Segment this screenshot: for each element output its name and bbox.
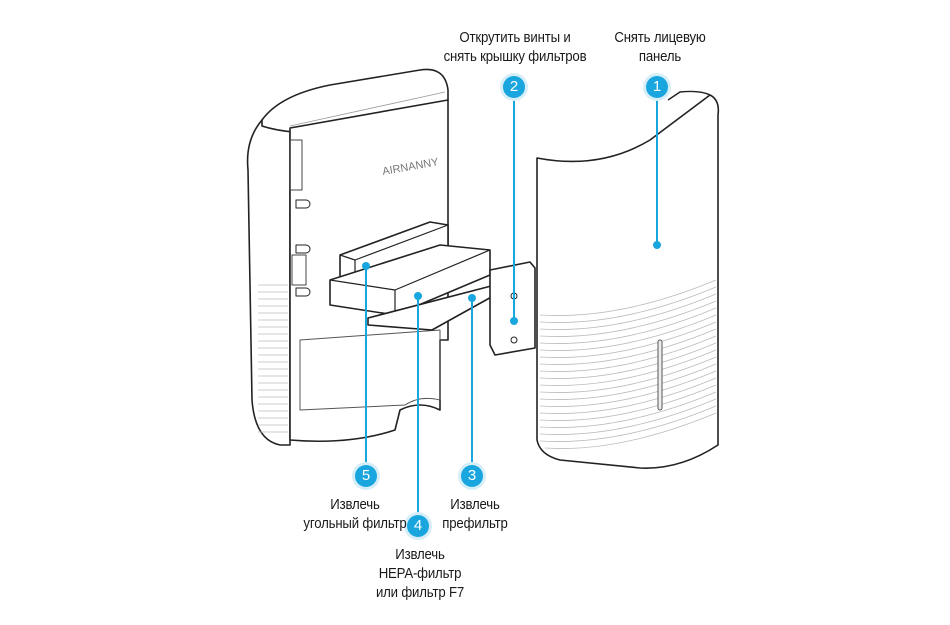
step-5-badge: 5 bbox=[355, 465, 377, 487]
step-3-line-1: Извлечь bbox=[450, 496, 500, 513]
step-4-badge: 4 bbox=[407, 515, 429, 537]
step-4-line-3: или фильтр F7 bbox=[375, 584, 465, 601]
leader-dot-5 bbox=[362, 262, 370, 270]
leader-dot-3 bbox=[468, 294, 476, 302]
step-1-line-1: Снять лицевую bbox=[614, 29, 706, 46]
body-ribs bbox=[258, 284, 288, 433]
step-3-line-2: префильтр bbox=[442, 515, 508, 532]
step-1-line-2: панель bbox=[638, 48, 682, 65]
prefilter bbox=[367, 284, 496, 331]
step-1-label: Снять лицевую панель bbox=[598, 28, 721, 66]
front-panel-ribs bbox=[539, 279, 717, 449]
step-2-badge: 2 bbox=[503, 76, 525, 98]
step-4-line-2: HEPA-фильтр bbox=[378, 565, 462, 582]
step-3-label: Извлечь префильтр bbox=[435, 495, 514, 533]
step-2-label: Открутить винты и снять крышку фильтров bbox=[436, 28, 594, 66]
step-1-badge: 1 bbox=[646, 76, 668, 98]
step-5-line-1: Извлечь bbox=[330, 496, 380, 513]
indicator-strip bbox=[657, 339, 663, 411]
filter-cover bbox=[489, 261, 536, 356]
step-4-label: Извлечь HEPA-фильтр или фильтр F7 bbox=[367, 545, 473, 602]
leader-dot-1 bbox=[653, 241, 661, 249]
front-panel bbox=[536, 94, 720, 469]
step-4-line-1: Извлечь bbox=[395, 546, 445, 563]
step-5-line-2: угольный фильтр bbox=[303, 515, 407, 532]
step-5-label: Извлечь угольный фильтр bbox=[298, 495, 412, 533]
purifier-body-side bbox=[246, 119, 291, 446]
leader-dot-2 bbox=[510, 317, 518, 325]
step-2-line-1: Открутить винты и bbox=[459, 29, 571, 46]
step-2-line-2: снять крышку фильтров bbox=[443, 48, 587, 65]
leader-dot-4 bbox=[414, 292, 422, 300]
step-3-badge: 3 bbox=[461, 465, 483, 487]
